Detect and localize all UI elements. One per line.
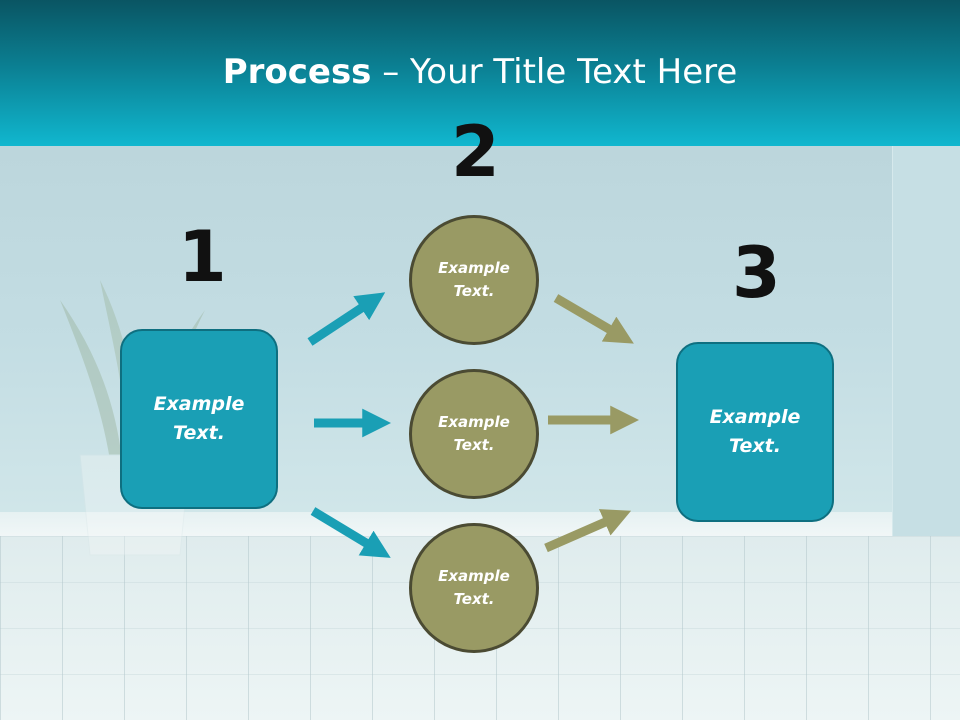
- circle-top-text-line2: Text.: [453, 282, 495, 300]
- arrow-from-circle-top: [553, 294, 634, 344]
- header-band: [0, 0, 960, 146]
- step-number-1: 1: [178, 216, 227, 298]
- title-strong: Process: [222, 52, 372, 92]
- step-1-text-line2: Text.: [173, 422, 225, 444]
- slide-title: Process – Your Title Text Here: [0, 52, 960, 92]
- step-number-2: 2: [451, 111, 500, 193]
- step-number-3: 3: [732, 232, 781, 314]
- step-1-text-line1: Example: [153, 393, 245, 415]
- circle-middle-text-line2: Text.: [453, 436, 495, 454]
- arrow-to-circle-bottom: [310, 507, 391, 558]
- room-wall-corner: [892, 146, 960, 554]
- circle-bottom-text-line1: Example: [438, 567, 510, 585]
- circle-top-text-line1: Example: [438, 259, 510, 277]
- circle-middle-text-line1: Example: [438, 413, 510, 431]
- step-3-text-line2: Text.: [729, 435, 781, 457]
- title-rest: – Your Title Text Here: [371, 52, 738, 92]
- circle-bottom-text-line2: Text.: [453, 590, 495, 608]
- arrow-from-circle-bottom: [544, 509, 632, 553]
- arrow-to-circle-top: [307, 292, 386, 346]
- step-3-text-line1: Example: [709, 406, 801, 428]
